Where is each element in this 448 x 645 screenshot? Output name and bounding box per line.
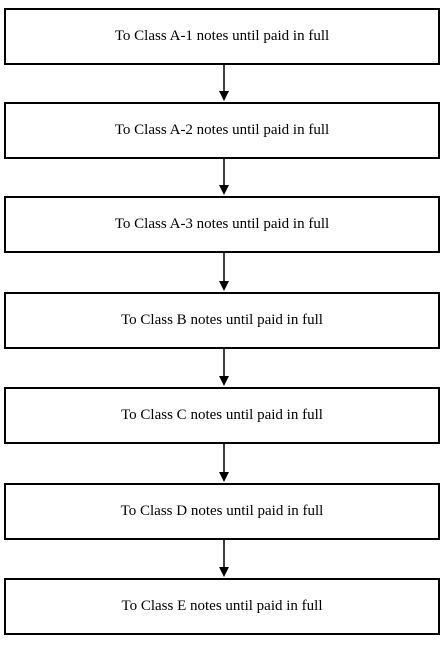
step-label-class-a2: To Class A-2 notes until paid in full xyxy=(114,122,330,138)
step-label-class-d: To Class D notes until paid in full xyxy=(120,503,324,519)
arrow-a2-to-a3 xyxy=(219,159,229,195)
step-box-class-e: To Class E notes until paid in full xyxy=(4,578,440,635)
arrow-b-to-c xyxy=(219,349,229,386)
step-label-class-a1: To Class A-1 notes until paid in full xyxy=(114,28,330,44)
step-label-class-c: To Class C notes until paid in full xyxy=(121,407,323,423)
step-box-class-b: To Class B notes until paid in full xyxy=(4,292,440,349)
step-label-class-e: To Class E notes until paid in full xyxy=(121,598,323,614)
arrow-a1-to-a2 xyxy=(219,65,229,101)
arrow-a3-to-b xyxy=(219,253,229,291)
arrow-d-to-e xyxy=(219,540,229,577)
arrow-c-to-d xyxy=(219,444,229,482)
step-label-class-b: To Class B notes until paid in full xyxy=(121,312,323,328)
step-label-class-a3: To Class A-3 notes until paid in full xyxy=(114,216,330,232)
step-box-class-a2: To Class A-2 notes until paid in full xyxy=(4,102,440,159)
step-box-class-c: To Class C notes until paid in full xyxy=(4,387,440,444)
step-box-class-d: To Class D notes until paid in full xyxy=(4,483,440,540)
step-box-class-a1: To Class A-1 notes until paid in full xyxy=(4,8,440,65)
step-box-class-a3: To Class A-3 notes until paid in full xyxy=(4,196,440,253)
